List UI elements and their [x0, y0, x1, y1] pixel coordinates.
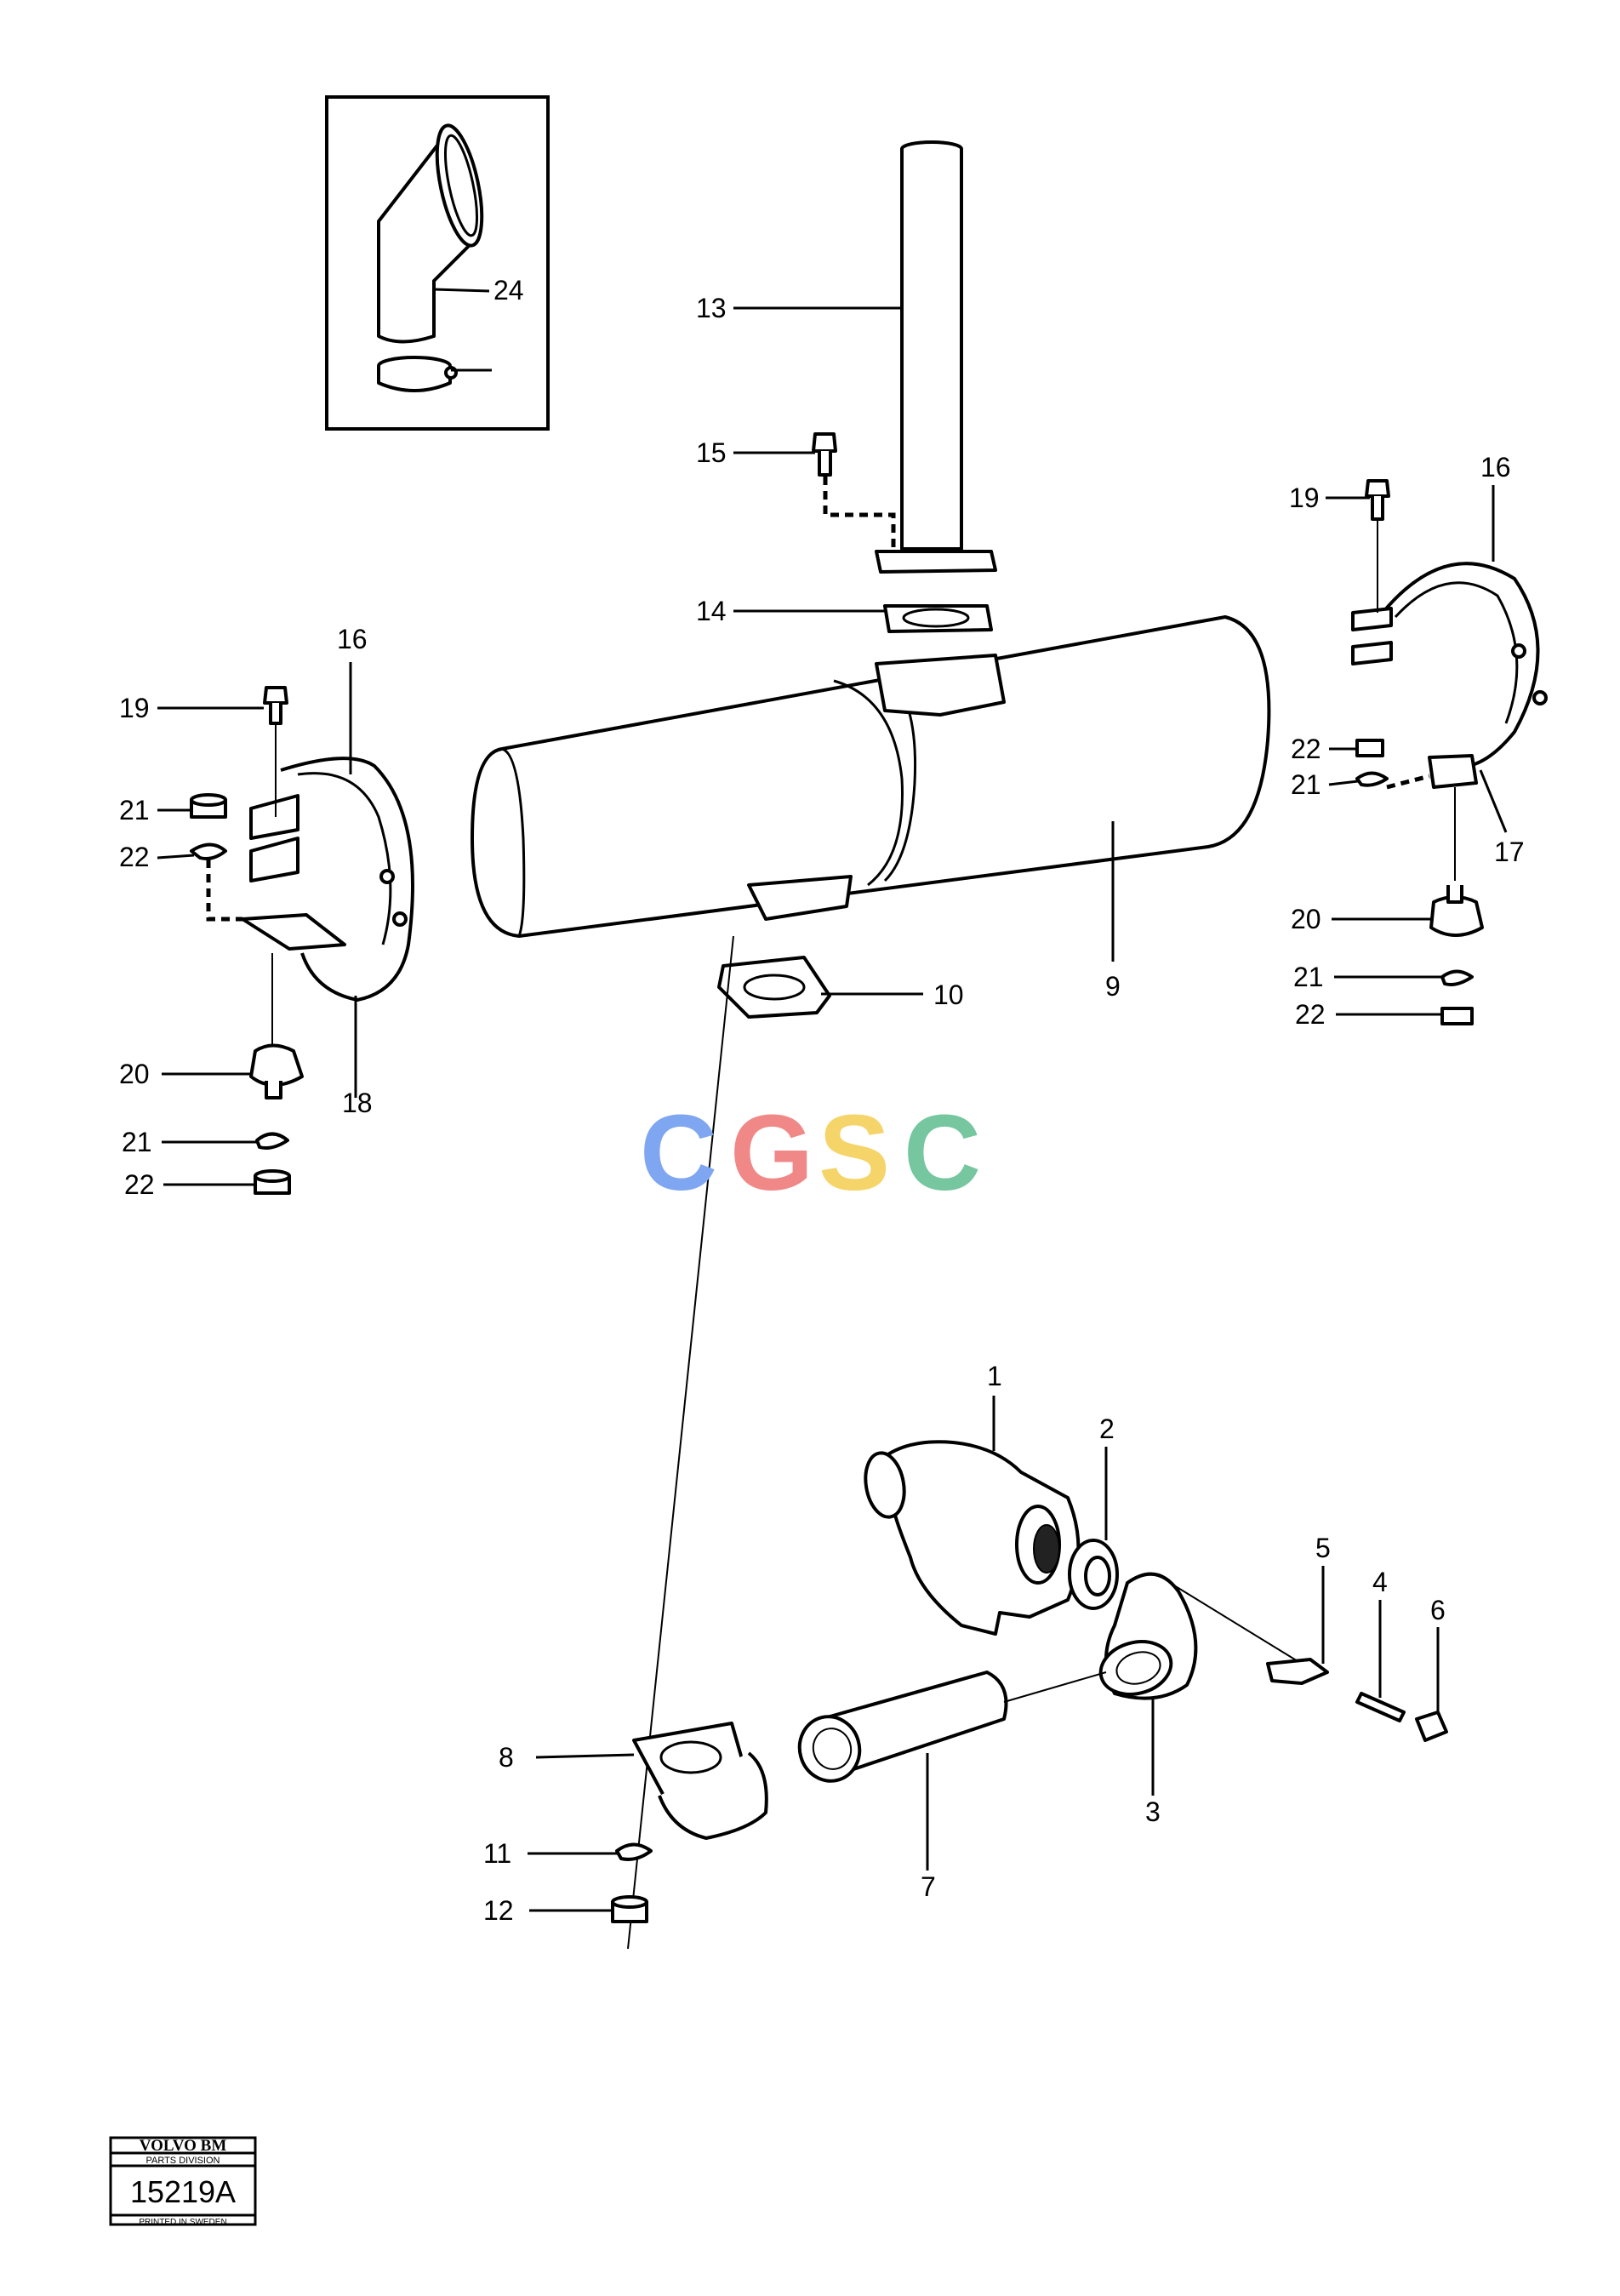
- rubber-mount-20-left: [249, 1043, 304, 1099]
- tailpipe-elbow-23: [377, 123, 484, 344]
- nut-22-left-lower: [254, 1169, 291, 1195]
- bolt-19-right: [1365, 479, 1390, 521]
- callout-21-right-lower: 21: [1293, 962, 1324, 992]
- callout-11: 11: [483, 1838, 511, 1869]
- callout-17: 17: [1494, 837, 1525, 867]
- silencer-9: [471, 615, 1271, 938]
- washer-21-right-lower: [1440, 969, 1474, 986]
- stamp-code: 15219A: [130, 2174, 236, 2209]
- callout-10: 10: [933, 980, 964, 1010]
- axis-7-3: [1003, 1671, 1107, 1703]
- gasket-10: [717, 956, 831, 1019]
- right-clamp-16-17: [1351, 562, 1548, 789]
- stud-4: [1355, 1692, 1406, 1722]
- callout-19-right: 19: [1289, 483, 1320, 513]
- left-clamp-16-18: [241, 757, 414, 1002]
- clamp-5: [1266, 1658, 1329, 1685]
- watermark-letter-g: G: [730, 1093, 813, 1213]
- callout-21-right-upper: 21: [1291, 769, 1321, 800]
- gasket-2: [1068, 1539, 1119, 1610]
- callout-22-left-upper: 22: [119, 842, 150, 872]
- callout-15: 15: [696, 437, 727, 468]
- exhaust-pipe-13: [875, 140, 997, 574]
- callout-6: 6: [1430, 1595, 1446, 1625]
- callout-7: 7: [921, 1871, 936, 1902]
- nut-22-right-upper: [1355, 739, 1384, 757]
- nut-6: [1415, 1711, 1448, 1742]
- callout-8: 8: [499, 1742, 514, 1773]
- bolt-19-left: [263, 686, 288, 725]
- parts-stamp: VOLVO BM PARTS DIVISION 15219A PRINTED I…: [109, 2136, 257, 2227]
- callout-2: 2: [1099, 1414, 1115, 1444]
- stamp-brand: VOLVO BM: [140, 2137, 227, 2155]
- watermark-letter-c2: C: [904, 1093, 981, 1213]
- callout-16-right: 16: [1480, 452, 1511, 483]
- gasket-14: [883, 604, 993, 633]
- callout-22-right-upper: 22: [1291, 734, 1321, 764]
- stamp-printed: PRINTED IN SWEDEN: [139, 2218, 226, 2227]
- turbo-housing-1: [864, 1440, 1081, 1636]
- axis-3-5: [1169, 1582, 1303, 1665]
- callout-14: 14: [696, 596, 727, 626]
- callout-3: 3: [1145, 1796, 1161, 1827]
- watermark-letter-c1: C: [640, 1093, 717, 1213]
- callout-labels: 24 13 15 14 16 19 21 22 20 21 22 18 9 10…: [119, 275, 1525, 1926]
- leader-lines: [157, 288, 1508, 1912]
- callout-16-left: 16: [337, 624, 368, 654]
- washer-11: [615, 1842, 653, 1861]
- nut-12: [611, 1895, 648, 1923]
- clamp-ring-24: [377, 356, 458, 392]
- callout-20-right: 20: [1291, 904, 1321, 934]
- callout-22-left-lower: 22: [124, 1169, 155, 1200]
- watermark-letter-s: S: [819, 1093, 890, 1213]
- alignment-line: [627, 935, 734, 1950]
- callout-22-right-lower: 22: [1295, 999, 1326, 1030]
- callout-4: 4: [1372, 1567, 1388, 1597]
- callout-21-left-upper: 21: [119, 795, 150, 825]
- assembly-path-15: [823, 477, 896, 553]
- callout-23: 24: [493, 275, 524, 306]
- washer-21-left-lower: [255, 1132, 289, 1150]
- nut-22-right-lower: [1440, 1007, 1474, 1025]
- callout-1: 1: [987, 1361, 1002, 1391]
- assembly-path-left: [206, 860, 242, 922]
- assembly-path-right: [1386, 774, 1430, 790]
- rubber-mount-20-right: [1429, 885, 1484, 937]
- callout-5: 5: [1315, 1533, 1331, 1563]
- callout-19-left: 19: [119, 693, 150, 723]
- callout-21-left-lower: 21: [122, 1127, 152, 1157]
- callout-20-left: 20: [119, 1059, 150, 1089]
- callout-18: 18: [342, 1088, 373, 1118]
- bolt-15: [812, 432, 837, 477]
- callout-9: 9: [1105, 971, 1121, 1002]
- nut-21-left-upper: [190, 793, 227, 819]
- inset-box: [325, 95, 550, 431]
- stamp-division: PARTS DIVISION: [145, 2156, 220, 2166]
- washer-21-right-upper: [1355, 771, 1389, 787]
- washer-22-left-upper: [190, 842, 227, 860]
- callout-13: 13: [696, 293, 727, 323]
- elbow-3: [1098, 1572, 1198, 1700]
- elbow-flange-8: [632, 1722, 768, 1840]
- callout-12: 12: [483, 1895, 514, 1926]
- watermark-logo: C G S C: [640, 1093, 981, 1213]
- pipe-7: [797, 1671, 1008, 1783]
